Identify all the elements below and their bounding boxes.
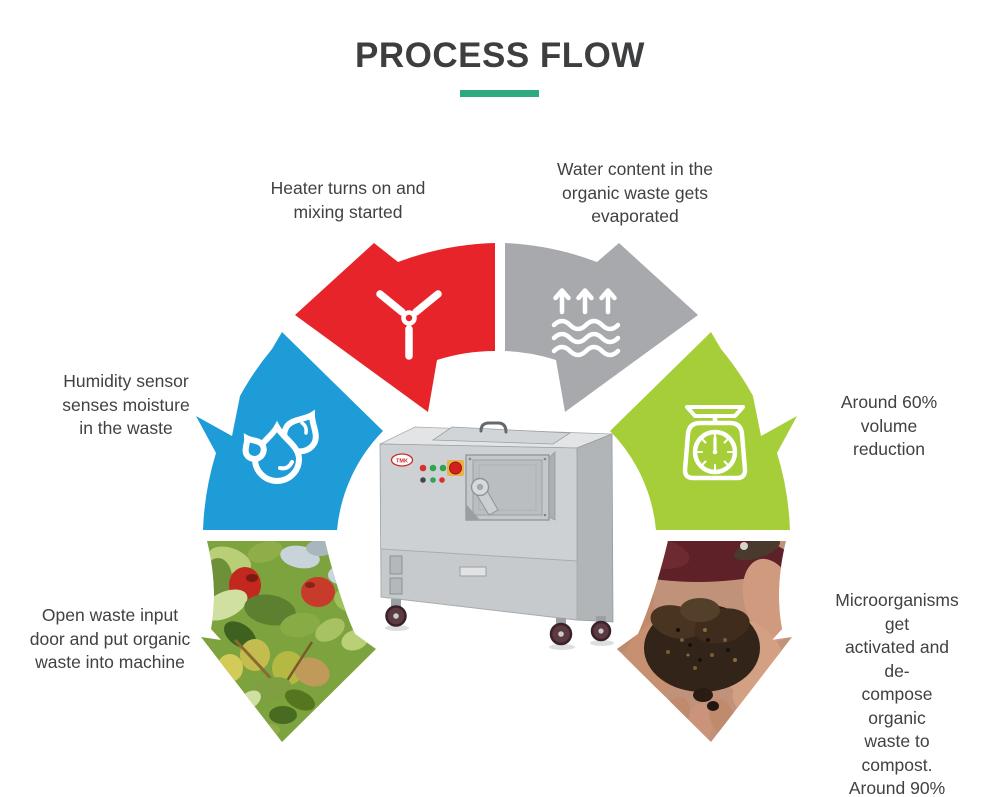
- brand-logo-text: TMK: [396, 459, 408, 465]
- caster-wheel: [549, 618, 573, 646]
- step-label-waste-input: Open waste input door and put organic wa…: [29, 605, 191, 672]
- panel-button: [419, 464, 427, 472]
- brand-badge: [390, 453, 414, 467]
- title-underline: [460, 90, 539, 97]
- caster-wheel: [590, 616, 612, 642]
- step-label-volume-reduction: Around 60% volume reduction: [840, 392, 938, 459]
- heater-segment-arrow: [295, 243, 495, 412]
- emergency-stop-button: [449, 461, 462, 475]
- vegetable-waste-photo: [201, 541, 376, 742]
- drawer-handle: [459, 566, 487, 577]
- step-label-heater-mixing: Heater turns on and mixing started: [270, 178, 426, 222]
- evaporation-arrows-icon: [551, 288, 621, 358]
- step-label-humidity-sensor: Humidity sensor senses moisture in the w…: [62, 371, 190, 438]
- step-label-compost-output: Microorganisms get activated and de- com…: [835, 590, 959, 797]
- machine-lower-panel: [380, 548, 578, 621]
- mixer-blade-icon: [376, 290, 442, 360]
- vent-slots: [389, 555, 403, 575]
- weighing-scale-icon: [682, 405, 748, 481]
- step-label-evaporation: Water content in the organic waste gets …: [557, 159, 713, 226]
- caster-wheel: [385, 599, 407, 627]
- machine-lid-handle: [479, 421, 508, 434]
- machine-right-face: [576, 433, 614, 623]
- reduction-segment-arrow: [610, 332, 797, 530]
- machine-lid: [431, 426, 572, 445]
- composting-machine: TMK: [379, 421, 614, 650]
- compost-hands-photo: [617, 541, 792, 742]
- water-drops-icon: [239, 407, 325, 481]
- page-title: PROCESS FLOW: [355, 36, 645, 75]
